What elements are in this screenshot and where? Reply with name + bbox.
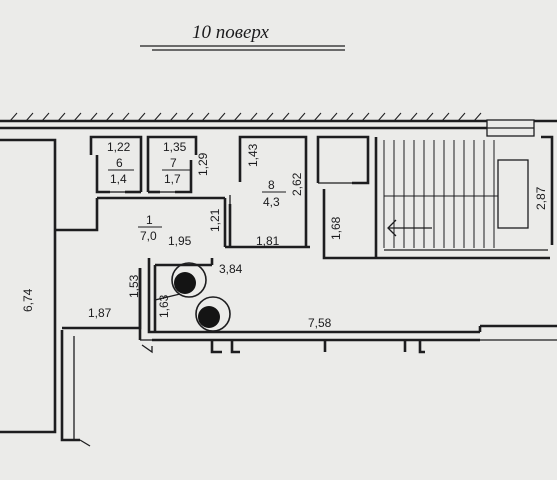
room-6-number: 6	[116, 156, 123, 170]
hatch-line	[185, 112, 194, 122]
hatch-line	[441, 112, 450, 122]
dim-1-95: 1,95	[168, 234, 192, 248]
hatch-line	[169, 112, 178, 122]
left-room-walls	[0, 138, 99, 447]
hatch-line	[297, 112, 306, 122]
hatch-line	[89, 112, 98, 122]
dim-2-87: 2,87	[534, 186, 548, 210]
room-1-area: 7,0	[140, 229, 157, 243]
dim-1-21: 1,21	[208, 208, 222, 232]
dim-7-58: 7,58	[308, 316, 332, 330]
dim-2-62: 2,62	[290, 172, 304, 196]
hatch-line	[425, 112, 434, 122]
room-8: 1,43 8 4,3 2,62 1,21 1,81	[208, 135, 308, 248]
hatch-line	[137, 112, 146, 122]
room-8-area: 4,3	[263, 195, 280, 209]
dim-1-81: 1,81	[256, 234, 280, 248]
dim-1-63: 1,63	[157, 294, 171, 318]
hatch-line	[9, 112, 18, 122]
floor-title: 10 поверх	[192, 22, 270, 43]
dim-1-29: 1,29	[196, 152, 210, 176]
exterior-wall	[0, 112, 557, 137]
room-7: 1,35 7 1,7 1,29	[146, 135, 210, 194]
hatch-line	[105, 112, 114, 122]
hatch-line	[41, 112, 50, 122]
room-7-area: 1,7	[164, 172, 181, 186]
room-7-number: 7	[170, 156, 177, 170]
hatch-line	[153, 112, 162, 122]
dim-3-84: 3,84	[219, 262, 243, 276]
dim-1-68: 1,68	[329, 216, 343, 240]
hatch-line	[313, 112, 322, 122]
dim-6-74: 6,74	[21, 288, 35, 312]
dim-1-43: 1,43	[246, 143, 260, 167]
hatch-line	[361, 112, 370, 122]
dim-1-53: 1,53	[127, 274, 141, 298]
hatch-line	[25, 112, 34, 122]
room-8-number: 8	[268, 178, 275, 192]
hatch-line	[393, 112, 402, 122]
hatch-line	[265, 112, 274, 122]
hatch-line	[57, 112, 66, 122]
corridor-walls	[62, 258, 557, 354]
room-6-label: 1,22	[107, 140, 131, 154]
hatch-line	[281, 112, 290, 122]
hatch-line	[121, 112, 130, 122]
hatch-line	[249, 112, 258, 122]
hatch-line	[345, 112, 354, 122]
room-1-number: 1	[146, 213, 153, 227]
hall-walls	[97, 196, 310, 249]
hatch-line	[201, 112, 210, 122]
hatch-line	[233, 112, 242, 122]
hatch-line	[409, 112, 418, 122]
room-6-area: 1,4	[110, 172, 127, 186]
shaft-walls: 1,68	[316, 135, 378, 260]
hatch-line	[329, 112, 338, 122]
ventilation-shaft	[154, 262, 231, 332]
hatch-line	[457, 112, 466, 122]
room-7-label: 1,35	[163, 140, 187, 154]
room-6: 1,22 6 1,4	[89, 135, 143, 194]
hatch-line	[473, 112, 482, 122]
hatch-line	[377, 112, 386, 122]
hatch-line	[217, 112, 226, 122]
stairwell: 2,87	[376, 135, 554, 260]
room-1: 1 7,0	[138, 213, 162, 243]
hatch-line	[73, 112, 82, 122]
dim-1-87: 1,87	[88, 306, 112, 320]
